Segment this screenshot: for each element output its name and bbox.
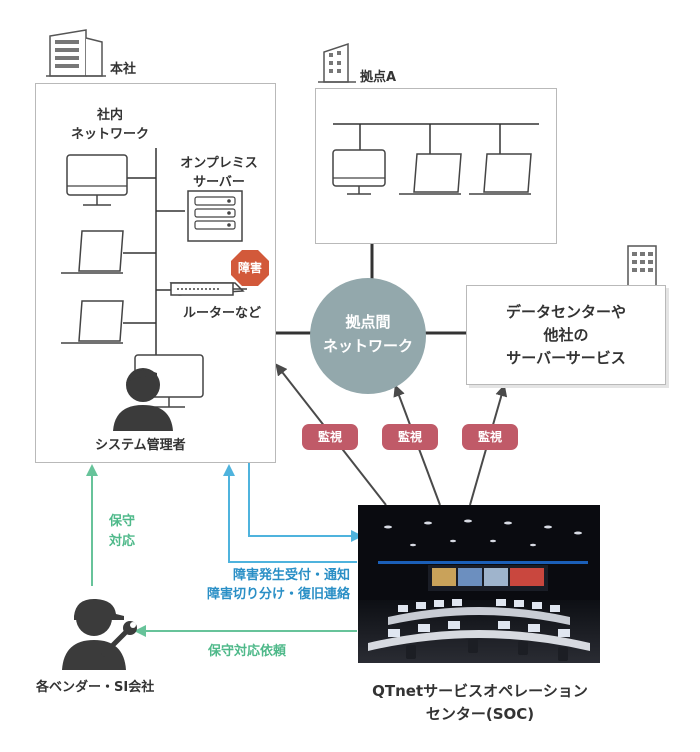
- branch-desktop-icon: [332, 149, 386, 195]
- internal-network-label-line2: ネットワーク: [70, 127, 149, 142]
- laptop-icon-2: [61, 300, 124, 344]
- router-label: ルーターなど: [183, 306, 262, 321]
- incident-label-line2: 障害切り分け・復旧連絡: [206, 587, 350, 602]
- branch-laptop-icon-1: [399, 153, 462, 195]
- soc-label: QTnetサービスオペレーション センター(SOC): [340, 680, 620, 726]
- incident-arrow-to-hq: [223, 464, 357, 563]
- maintenance-label-line1: 保守: [108, 514, 135, 529]
- monitor-badge-3: 監視: [462, 424, 518, 450]
- inter-site-network-hub: [310, 278, 426, 394]
- fault-badge-label: 障害: [237, 261, 262, 275]
- desktop-pc-icon: [66, 154, 128, 206]
- hq-building-icon: [46, 29, 106, 77]
- router-icon: [169, 282, 247, 296]
- datacenter-label: データセンターや 他社の サーバーサービス: [466, 301, 666, 370]
- soc-label-line1: QTnetサービスオペレーション: [372, 682, 588, 700]
- onprem-server-label-line1: オンプレミス: [180, 156, 258, 171]
- vendor-label: 各ベンダー・SI会社: [36, 680, 155, 695]
- datacenter-label-line3: サーバーサービス: [506, 349, 626, 367]
- incident-arrow-to-soc: [248, 463, 363, 542]
- incident-label: 障害発生受付・通知 障害切り分け・復旧連絡: [180, 566, 350, 604]
- internal-network-label-line1: 社内: [96, 108, 123, 123]
- onprem-server-label-line2: サーバー: [193, 175, 245, 190]
- laptop-icon-1: [61, 230, 124, 274]
- branch-title: 拠点A: [360, 70, 397, 85]
- maintenance-label: 保守 対応: [102, 512, 142, 552]
- branch-network: [332, 123, 539, 195]
- hub-label: 拠点間 ネットワーク: [310, 310, 426, 358]
- branch-building-icon: [318, 42, 356, 83]
- hub-label-line1: 拠点間: [345, 313, 391, 331]
- soc-label-line2: センター(SOC): [425, 705, 535, 723]
- datacenter-box: [466, 285, 666, 385]
- wrench-icon: [101, 621, 137, 657]
- fault-badge: 障害: [230, 249, 270, 287]
- request-label: 保守対応依頼: [208, 644, 287, 659]
- monitor-badge-1: 監視: [302, 424, 358, 450]
- hub-label-line2: ネットワーク: [322, 337, 413, 355]
- onprem-server-label: オンプレミス サーバー: [164, 152, 274, 190]
- soc-photo: [358, 505, 600, 663]
- admin-icon: [113, 354, 204, 431]
- datacenter-label-line2: 他社の: [543, 326, 589, 344]
- datacenter-building-icon: [627, 245, 657, 289]
- hq-internal-network: [61, 148, 247, 431]
- incident-label-line1: 障害発生受付・通知: [232, 568, 350, 583]
- datacenter-label-line1: データセンターや: [505, 303, 626, 321]
- branch-laptop-icon-2: [469, 153, 532, 195]
- server-icon: [187, 190, 243, 242]
- vendor-engineer-icon: [62, 598, 137, 670]
- internal-network-label: 社内 ネットワーク: [70, 104, 150, 142]
- hq-title: 本社: [110, 62, 137, 77]
- system-admin-label: システム管理者: [95, 438, 186, 453]
- monitor-badge-2: 監視: [382, 424, 438, 450]
- fault-octagon-icon: [231, 250, 269, 286]
- maintenance-label-line2: 対応: [108, 534, 135, 549]
